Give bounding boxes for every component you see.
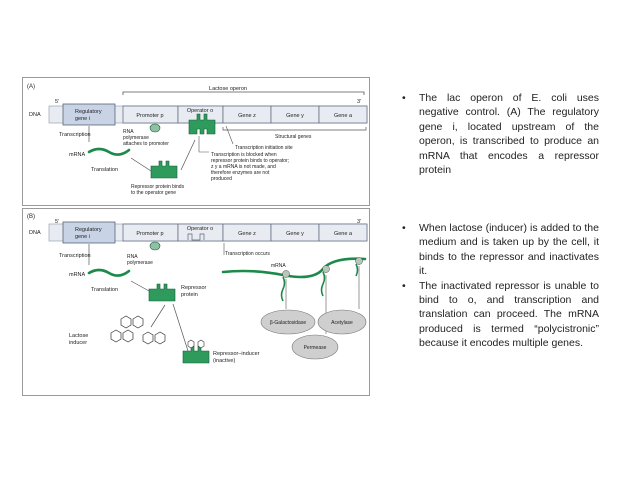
regulatory-gene-box — [62, 103, 116, 126]
bullet-item: • The lac operon of E. coli uses negative… — [399, 91, 599, 177]
panel-b-tag: (B) — [27, 214, 35, 220]
regulatory-gene-line2-b: gene i — [75, 234, 90, 240]
blocked-note-pointer — [198, 136, 209, 153]
bullets-bottom: • When lactose (inducer) is added to the … — [399, 221, 599, 351]
gene-y-label-b: Gene y — [286, 231, 304, 237]
lactose-inducer-label: Lactose inducer — [69, 333, 90, 346]
repressor-protein-label-b: Repressor protein — [181, 285, 208, 298]
five-prime-label: 5′ — [55, 99, 59, 105]
transcription-label-b: Transcription — [59, 253, 91, 259]
rna-polymerase-shape-b — [149, 241, 161, 251]
panel-b-diagram: (B) 5′ 3′ DNA Regulatory gene i Promoter… — [22, 208, 370, 396]
dna-label: DNA — [29, 112, 41, 118]
bullet-item: • When lactose (inducer) is added to the … — [399, 221, 599, 279]
bullet-text: The lac operon of E. coli uses negative … — [419, 92, 599, 177]
lactose-operon-label: Lactose operon — [209, 86, 247, 92]
bound-inducer-2 — [197, 339, 205, 349]
lactose-molecules — [110, 315, 166, 345]
bound-repressor-shape — [188, 113, 216, 135]
translation-arrow — [130, 157, 152, 172]
rna-polymerase-shape — [149, 123, 161, 133]
bullet-dot: • — [402, 279, 406, 292]
permease-label: Permease — [304, 345, 327, 351]
gene-z-label-b: Gene z — [238, 231, 256, 237]
panel-a-tag: (A) — [27, 84, 35, 90]
nascent-chain-3 — [355, 263, 359, 277]
repressor-mrna-strand-b — [87, 268, 131, 277]
bullet-text: When lactose (inducer) is added to the m… — [419, 222, 599, 278]
gene-a-label: Gene a — [334, 113, 353, 119]
acetylase-label: Acetylase — [331, 320, 353, 326]
panel-a-diagram: (A) Lactose operon 5′ 3′ DNA Regulatory … — [22, 77, 370, 206]
ribosome-2-shape — [322, 265, 330, 273]
five-prime-label-b: 5′ — [55, 219, 59, 225]
regulatory-gene-box-b — [62, 221, 116, 244]
gene-a-label-b: Gene a — [334, 231, 353, 237]
translation-label-b: Translation — [91, 287, 118, 293]
polycistronic-mrna-strand — [221, 257, 367, 279]
bound-inducer-1 — [187, 339, 195, 349]
operator-label: Operator o — [187, 108, 213, 114]
nascent-chain-2 — [320, 271, 326, 297]
ribosome-3-shape — [355, 257, 363, 265]
repressor-mrna-strand — [87, 147, 131, 156]
beta-galactosidase-shape — [260, 309, 316, 335]
three-prime-label-b: 3′ — [357, 219, 361, 225]
operon-bracket — [122, 91, 365, 95]
permease-shape — [291, 334, 339, 360]
bullets-top: • The lac operon of E. coli uses negative… — [399, 91, 599, 177]
operator-label-b: Operator o — [187, 226, 213, 232]
transcription-blocked-note: Transcription is blocked when repressor … — [211, 152, 291, 182]
panel-a-svg: (A) Lactose operon 5′ 3′ DNA Regulatory … — [27, 84, 368, 196]
empty-operator-site — [187, 233, 205, 241]
initiation-site-label: Transcription initiation site — [235, 145, 293, 151]
regulatory-gene-line1-b: Regulatory — [75, 227, 102, 233]
repressor-binds-note: Repressor protein binds to the operator … — [131, 184, 185, 196]
beta-galactosidase-label: β-Galactosidase — [270, 320, 306, 326]
gene-a-box-b — [318, 223, 368, 242]
nascent-chain-1 — [280, 276, 286, 302]
transcription-label: Transcription — [59, 132, 91, 138]
structural-genes-bracket — [222, 127, 367, 131]
mrna-label: mRNA — [69, 152, 86, 158]
bullet-dot: • — [402, 222, 406, 234]
dna-label-b: DNA — [29, 230, 41, 236]
repressor-to-operator-arrow — [180, 139, 196, 171]
translation-label: Translation — [91, 167, 118, 173]
acetylase-shape — [317, 309, 367, 335]
repressor-inducer-label: Repressor–inducer (inactive) — [213, 351, 261, 364]
regulatory-gene-line2: gene i — [75, 116, 90, 122]
structural-genes-label: Structural genes — [275, 134, 312, 140]
gene-y-label: Gene y — [286, 113, 304, 119]
repressor-protein-shape — [150, 160, 178, 179]
regulatory-gene-line1: Regulatory — [75, 109, 102, 115]
bullet-text: The inactivated repressor is unable to b… — [419, 279, 599, 350]
panel-b-svg: (B) 5′ 3′ DNA Regulatory gene i Promoter… — [27, 214, 368, 364]
rna-polymerase-note: RNA polymerase attaches to promoter — [123, 129, 169, 147]
rna-polymerase-label-b: RNA polymerase — [127, 254, 153, 266]
repressor-protein-shape-b — [148, 283, 176, 302]
repressor-to-complex-arrow — [172, 303, 189, 352]
transcription-occurs-label: Transcription occurs — [225, 251, 270, 257]
bullet-item: • The inactivated repressor is unable to … — [399, 279, 599, 351]
promoter-label-b: Promoter p — [136, 231, 163, 237]
gene-a-box — [318, 105, 368, 124]
inducer-to-repressor-arrow — [150, 304, 166, 328]
mrna-right-label: mRNA — [271, 263, 286, 269]
bullet-dot: • — [402, 92, 406, 104]
three-prime-label: 3′ — [357, 99, 361, 105]
promoter-label: Promoter p — [136, 113, 163, 119]
translation-arrow-b — [130, 280, 150, 292]
gene-z-label: Gene z — [238, 113, 256, 119]
initiation-site-pointer — [225, 125, 234, 145]
ribosome-1-shape — [282, 270, 290, 278]
mrna-label-b: mRNA — [69, 272, 86, 278]
